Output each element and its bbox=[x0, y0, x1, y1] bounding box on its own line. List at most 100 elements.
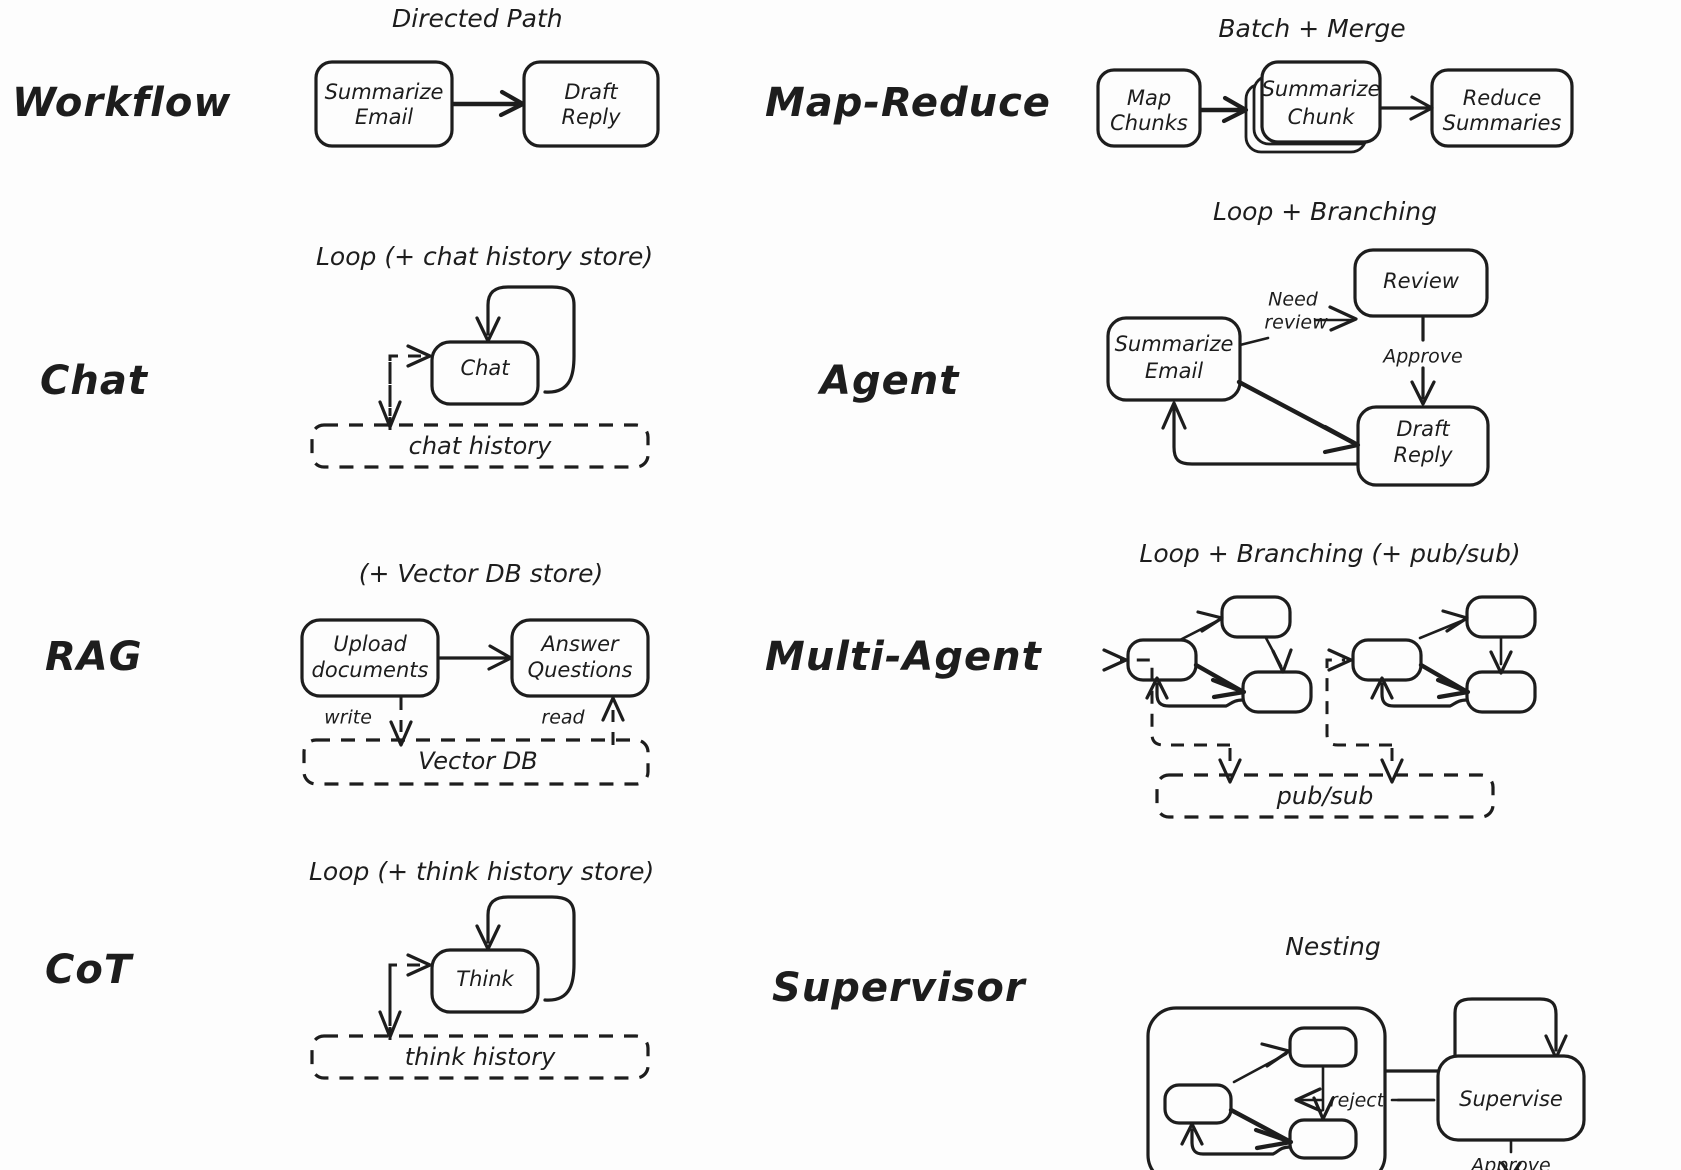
node-label-draft: Draft bbox=[564, 80, 618, 104]
arrowhead-think-to-history-icon bbox=[378, 1010, 402, 1039]
edge-label-approve-agent: Approve bbox=[1381, 346, 1463, 368]
nested-edge-loopback bbox=[1190, 1128, 1292, 1156]
arrowhead-history-to-chat-icon bbox=[406, 344, 432, 368]
edge-think-self-loop bbox=[486, 895, 576, 1002]
nested-node-top[interactable] bbox=[1288, 1026, 1358, 1068]
cluster-a-arrow-left-right-icon bbox=[1210, 677, 1247, 700]
cluster-b-arrow-top-right-icon bbox=[1489, 650, 1513, 675]
arrowhead-summarize-to-reduce-icon bbox=[1409, 95, 1434, 121]
store-pub-sub[interactable] bbox=[1155, 773, 1495, 819]
node-label-reduce: Reduce bbox=[1463, 86, 1542, 110]
node-label-think: Think bbox=[456, 967, 514, 991]
multi-agent-cluster-b bbox=[1325, 595, 1537, 784]
edge-draft-to-summarize-loop bbox=[1172, 406, 1359, 466]
arrowhead-summarize-to-draft-icon bbox=[498, 89, 526, 118]
nested-edge-left-bottom bbox=[1228, 1107, 1290, 1143]
node-label-upload: Upload bbox=[333, 632, 407, 656]
arrowhead-need-review-icon bbox=[1328, 305, 1358, 332]
edge-label-approve-supervisor: Approve bbox=[1469, 1155, 1551, 1170]
edge-label-need: Need bbox=[1268, 289, 1319, 311]
edge-history-to-think bbox=[388, 963, 424, 1040]
arrowhead-approve-agent-icon bbox=[1410, 380, 1436, 406]
row-label-map-reduce: Map-Reduce bbox=[765, 80, 1051, 126]
caption-loop-chat: Loop (+ chat history store) bbox=[316, 242, 653, 271]
node-supervise[interactable] bbox=[1436, 1054, 1586, 1142]
caption-loop-think: Loop (+ think history store) bbox=[309, 857, 654, 886]
arrowhead-read-icon bbox=[601, 696, 625, 722]
cluster-b-node-left[interactable] bbox=[1351, 638, 1423, 682]
arrowhead-chat-to-history-icon bbox=[378, 400, 402, 429]
edge-label-read: read bbox=[541, 707, 585, 729]
cluster-b-arrow-loopback-icon bbox=[1370, 676, 1394, 700]
edge-label-reject: reject bbox=[1330, 1090, 1386, 1112]
cluster-a-edge-loopback bbox=[1155, 682, 1245, 708]
node-review[interactable] bbox=[1353, 248, 1489, 318]
cluster-b-arrow-pubsub-out-icon bbox=[1380, 758, 1404, 784]
arrowhead-reject-icon bbox=[1294, 1087, 1323, 1113]
node-label-summarize-chunk-b: Chunk bbox=[1288, 105, 1356, 129]
store-chat-history[interactable] bbox=[310, 423, 650, 469]
cluster-a-node-left[interactable] bbox=[1126, 638, 1198, 682]
node-label-summarize-agent: Summarize bbox=[1115, 332, 1234, 356]
store-label-chat-history: chat history bbox=[409, 432, 552, 460]
node-label-review: Review bbox=[1383, 269, 1460, 293]
node-label-email: Email bbox=[355, 105, 413, 129]
node-map-chunks[interactable] bbox=[1096, 68, 1202, 148]
arrowhead-write-icon bbox=[389, 720, 413, 747]
nested-arrow-loopback-icon bbox=[1180, 1122, 1204, 1146]
cluster-b-arrow-left-right-icon bbox=[1435, 677, 1471, 700]
row-label-supervisor: Supervisor bbox=[772, 965, 1027, 1011]
edge-history-to-chat bbox=[388, 354, 424, 430]
node-think[interactable] bbox=[430, 948, 540, 1014]
row-label-chat: Chat bbox=[40, 358, 149, 404]
node-label-answer: Answer bbox=[539, 632, 620, 656]
node-label-map: Map bbox=[1127, 86, 1171, 110]
caption-directed-path: Directed Path bbox=[392, 4, 563, 33]
node-label-reply-agent: Reply bbox=[1393, 443, 1453, 467]
node-chat[interactable] bbox=[430, 340, 540, 406]
caption-loop-branching-pubsub: Loop + Branching (+ pub/sub) bbox=[1139, 539, 1520, 568]
store-label-vector-db: Vector DB bbox=[418, 747, 538, 775]
node-upload-documents[interactable] bbox=[300, 618, 440, 698]
node-summarize-chunk[interactable] bbox=[1260, 60, 1382, 144]
row-label-agent: Agent bbox=[817, 358, 960, 404]
arrowhead-map-to-summarize-icon bbox=[1221, 95, 1249, 124]
caption-vector-db-store: (+ Vector DB store) bbox=[359, 559, 604, 588]
nested-arrow-top-bottom-icon bbox=[1312, 1096, 1335, 1121]
row-label-rag: RAG bbox=[45, 634, 143, 680]
row-label-workflow: Workflow bbox=[12, 80, 231, 126]
cluster-a-arrow-pubsub-in-icon bbox=[1102, 648, 1128, 672]
node-label-documents: documents bbox=[312, 658, 429, 682]
node-label-summarize: Summarize bbox=[325, 80, 444, 104]
store-vector-db[interactable] bbox=[302, 738, 650, 786]
node-summarize-email-agent[interactable] bbox=[1106, 316, 1242, 402]
node-label-supervise: Supervise bbox=[1459, 1087, 1563, 1111]
nested-arrow-left-bottom-icon bbox=[1253, 1127, 1294, 1151]
cluster-a-arrow-loopback-icon bbox=[1145, 676, 1169, 700]
store-label-pub-sub: pub/sub bbox=[1276, 782, 1374, 810]
store-label-think-history: think history bbox=[405, 1043, 556, 1071]
node-label-questions: Questions bbox=[528, 658, 633, 682]
cluster-a-arrow-pubsub-out-icon bbox=[1218, 758, 1242, 784]
node-label-draft-agent: Draft bbox=[1396, 417, 1450, 441]
cluster-b-arrow-left-top-icon bbox=[1441, 609, 1469, 633]
store-think-history[interactable] bbox=[310, 1034, 650, 1080]
edge-label-review: review bbox=[1264, 312, 1328, 334]
caption-batch-merge: Batch + Merge bbox=[1218, 14, 1405, 43]
caption-loop-branching: Loop + Branching bbox=[1213, 197, 1437, 226]
nested-node-left[interactable] bbox=[1163, 1083, 1233, 1125]
nested-node-bottom[interactable] bbox=[1288, 1118, 1358, 1160]
node-label-chunks: Chunks bbox=[1110, 111, 1188, 135]
row-label-cot: CoT bbox=[45, 947, 134, 993]
node-label-chat: Chat bbox=[460, 356, 510, 380]
node-label-summarize-chunk-a: Summarize bbox=[1262, 77, 1381, 101]
